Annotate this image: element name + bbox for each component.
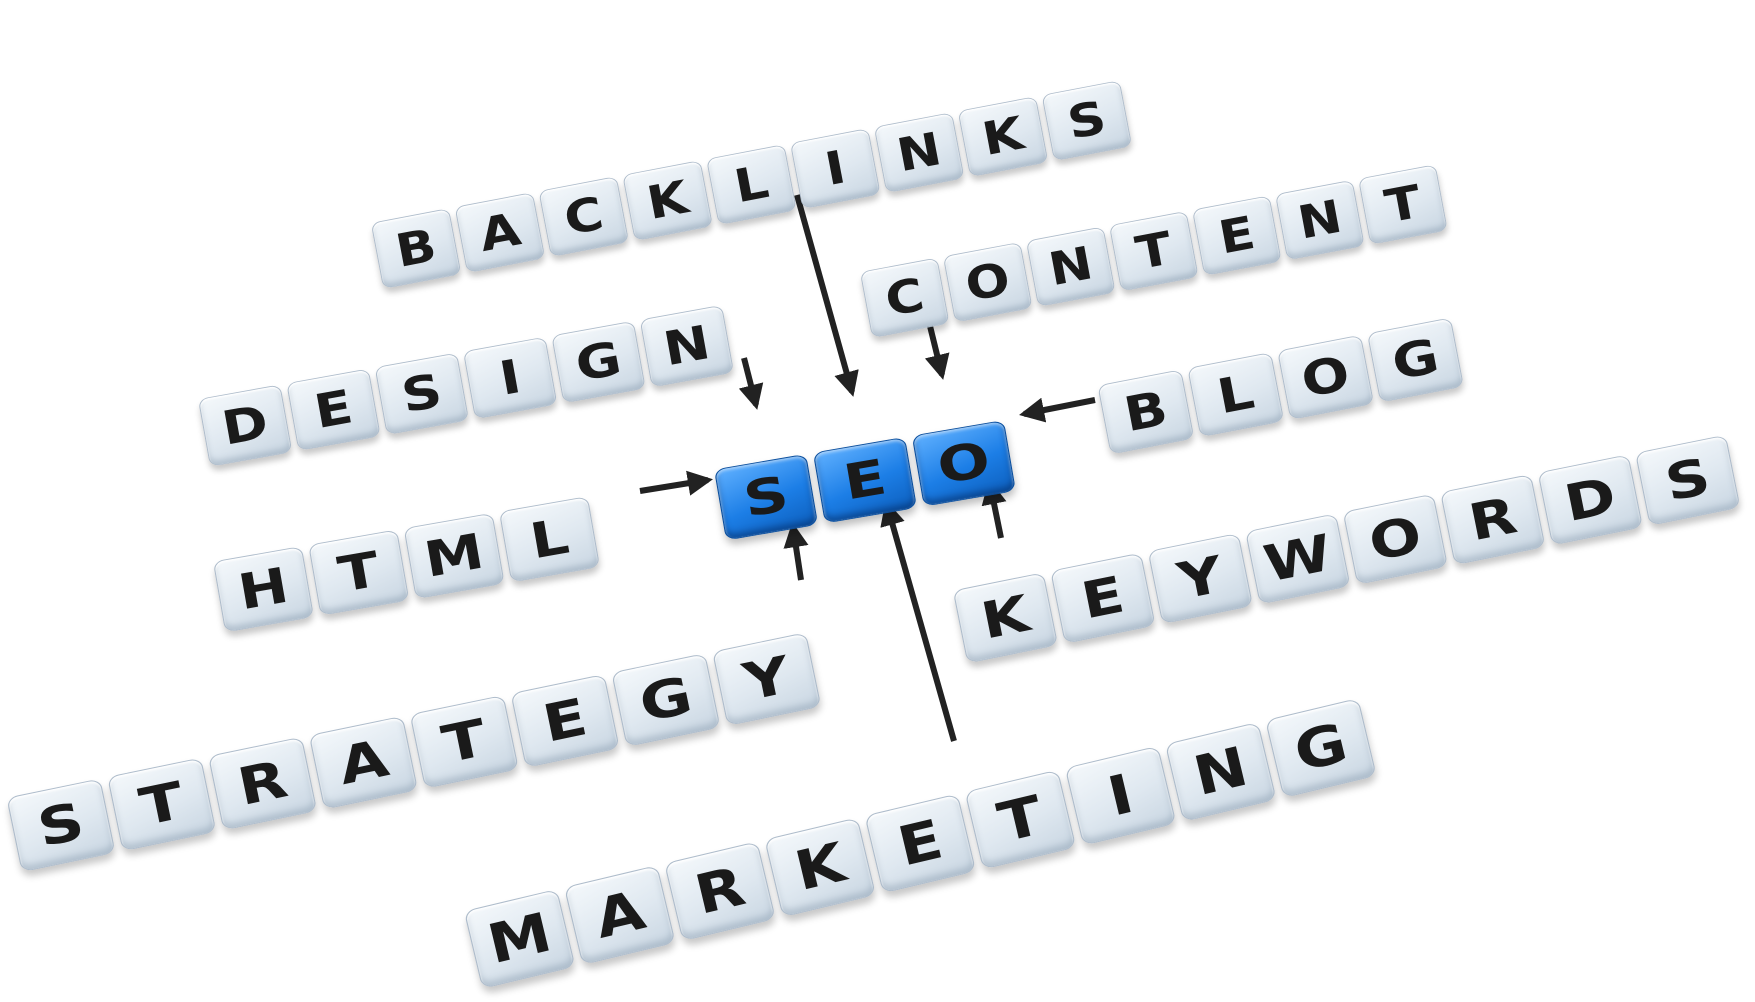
letter-tile: C (859, 257, 950, 339)
letter-tile: T (1108, 210, 1199, 292)
arrow-backlinks-to-seo (794, 194, 859, 397)
letter-tile: T (308, 529, 410, 616)
letter-tile: I (462, 336, 558, 420)
letter-tile: H (212, 546, 315, 633)
letter-tile: E (1191, 195, 1282, 276)
arrow-design-to-seo (738, 357, 764, 410)
letter-tile: T (1358, 164, 1448, 245)
letter-tile: N (1025, 226, 1116, 307)
arrow-blog-to-seo (1019, 397, 1096, 423)
letter-tile: M (403, 512, 505, 600)
letter-tile: G (551, 320, 646, 404)
arrow-content-to-seo (924, 321, 950, 380)
letter-tile: O (942, 241, 1033, 323)
arrow-strategy-to-seo (783, 522, 809, 581)
letter-tile: L (498, 496, 601, 583)
arrow-marketing-to-seo (880, 500, 957, 742)
letter-tile: N (1275, 179, 1365, 261)
letter-tile: N (639, 304, 735, 388)
arrow-html-to-seo (639, 470, 713, 496)
letter-tile: S (374, 352, 470, 436)
letter-tile: D (197, 384, 293, 467)
letter-tile: E (286, 368, 381, 451)
